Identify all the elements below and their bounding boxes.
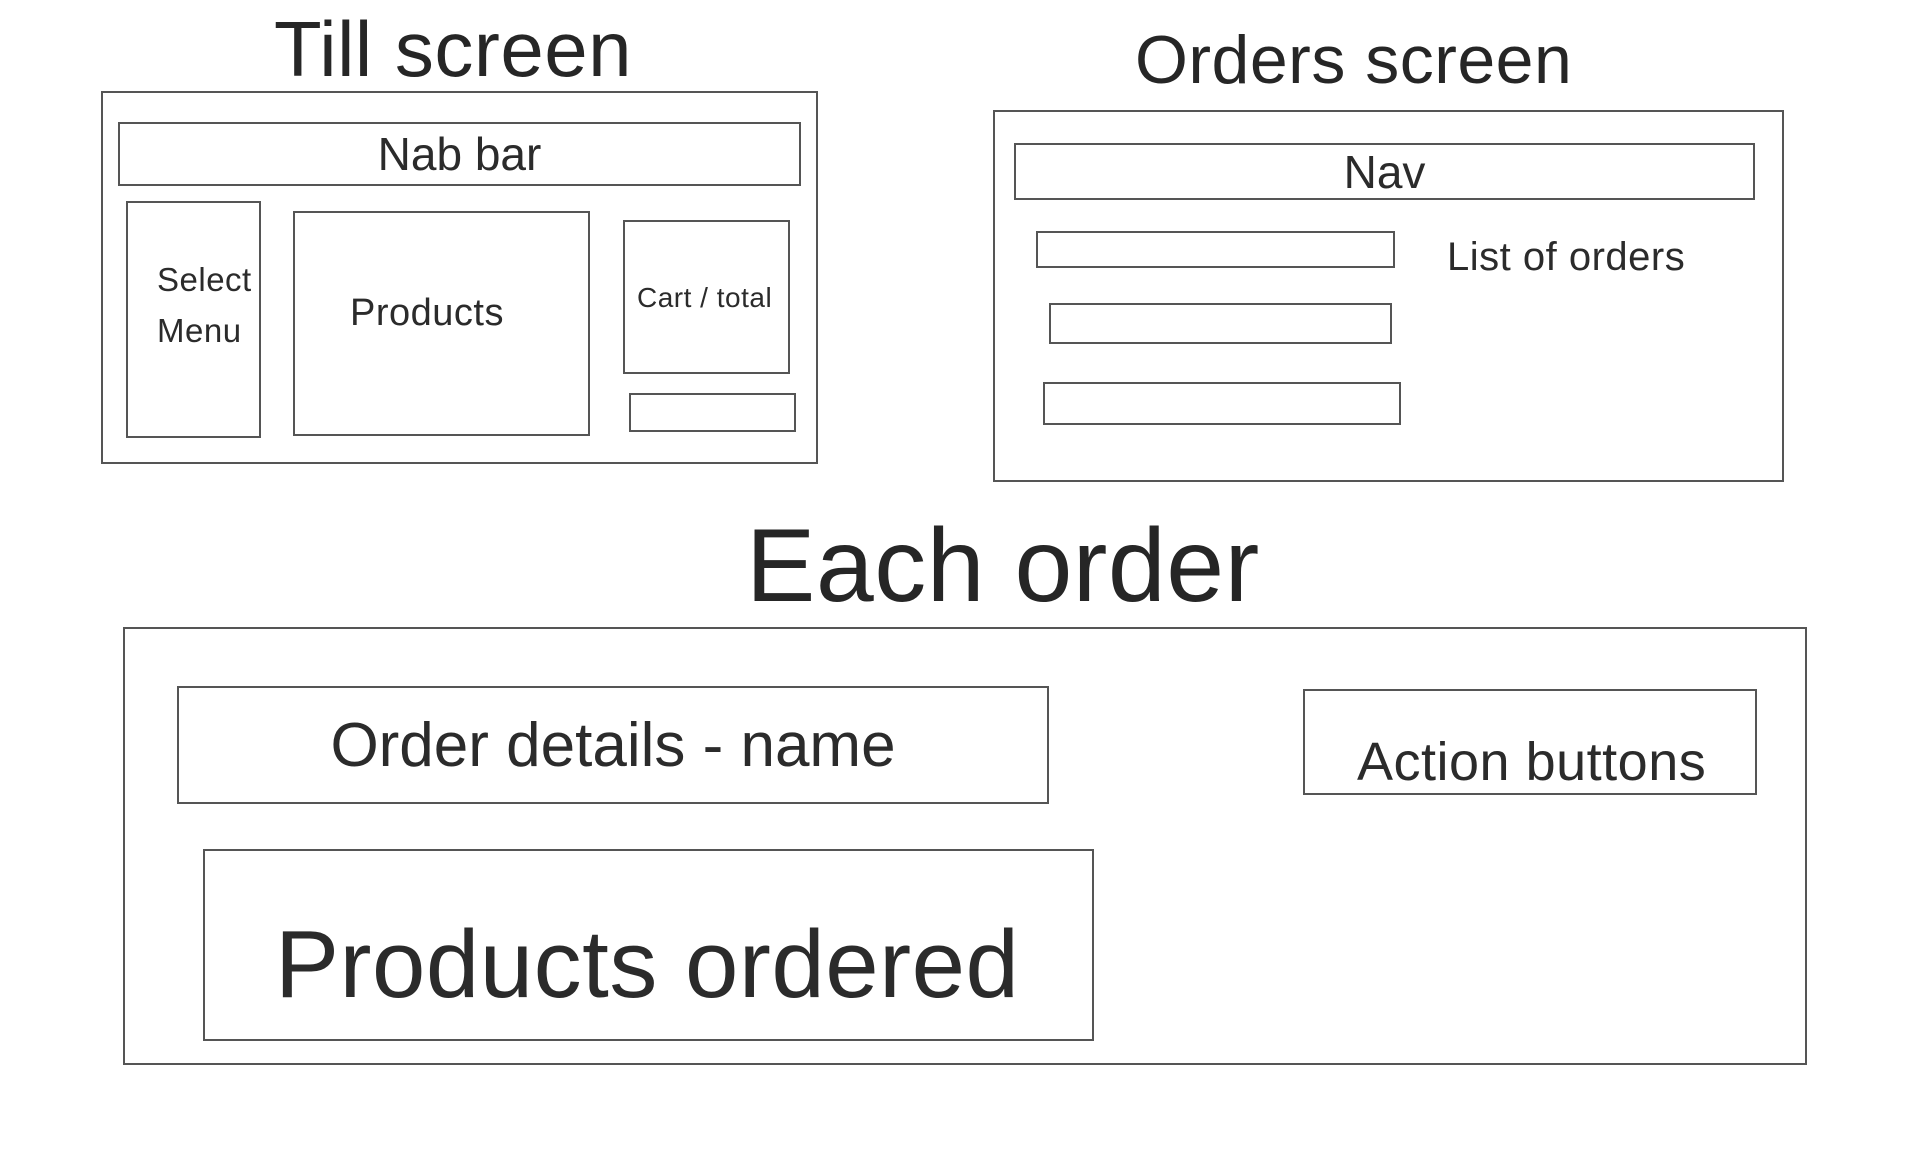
- order-details-panel: Order details - name: [177, 686, 1049, 804]
- till-nav-bar-label: Nab bar: [377, 128, 542, 180]
- order-list-item-3[interactable]: [1043, 382, 1401, 425]
- till-screen-title: Till screen: [274, 5, 633, 93]
- till-checkout-button[interactable]: [629, 393, 796, 432]
- order-list-item-2[interactable]: [1049, 303, 1392, 344]
- till-cart-total-panel: Cart / total: [623, 220, 790, 374]
- orders-list-label: List of orders: [1447, 235, 1686, 279]
- order-action-buttons-label: Action buttons: [1357, 732, 1707, 792]
- order-products-ordered-panel: Products ordered: [203, 849, 1094, 1041]
- till-cart-total-label: Cart / total: [637, 282, 773, 313]
- till-select-menu-panel: Select Menu: [126, 201, 261, 438]
- order-products-ordered-label: Products ordered: [275, 911, 1020, 1018]
- order-action-buttons-panel[interactable]: Action buttons: [1303, 689, 1757, 795]
- order-list-item-1[interactable]: [1036, 231, 1395, 268]
- order-details-label: Order details - name: [330, 710, 896, 780]
- till-products-label: Products: [350, 292, 504, 334]
- orders-nav-label: Nav: [1343, 145, 1426, 198]
- each-order-title: Each order: [746, 508, 1260, 624]
- till-select-menu-label-line2: Menu: [157, 312, 242, 349]
- till-nav-bar: Nab bar: [118, 122, 801, 186]
- till-select-menu-label-line1: Select: [157, 261, 252, 298]
- till-products-panel: Products: [293, 211, 590, 436]
- orders-screen-title: Orders screen: [1135, 22, 1573, 98]
- orders-nav-bar: Nav: [1014, 143, 1755, 200]
